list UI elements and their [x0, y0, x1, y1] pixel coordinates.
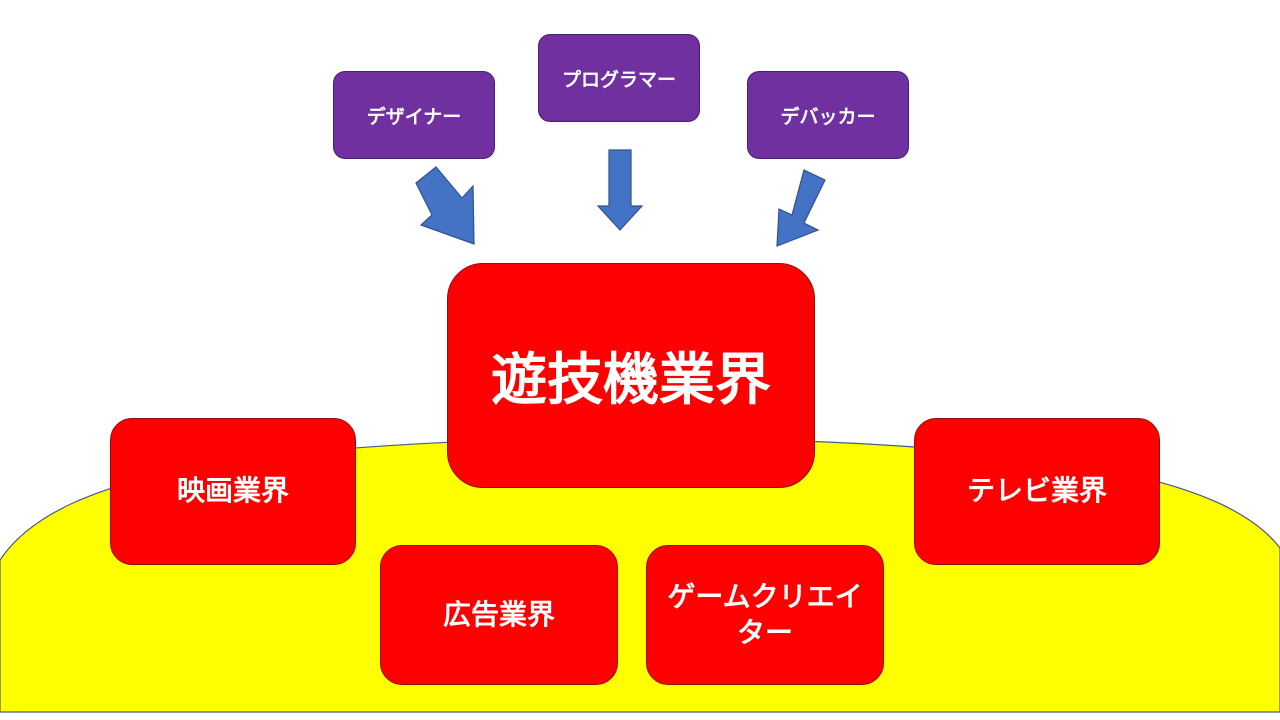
designer-label: デザイナー — [366, 105, 462, 128]
film-industry-label: 映画業界 — [176, 474, 289, 508]
arrow-programmer-to-center — [596, 149, 644, 231]
tv-industry-label: テレビ業界 — [966, 474, 1107, 508]
advertising-industry-label: 広告業界 — [442, 597, 555, 631]
programmer-label: プログラマー — [561, 68, 676, 91]
programmer-box: プログラマー — [538, 34, 700, 122]
center-industry-label: 遊技機業界 — [491, 348, 771, 413]
debugger-label: デバッカー — [780, 105, 876, 128]
arrow-designer-to-center — [415, 166, 475, 245]
arrow-debugger-to-center — [776, 169, 826, 247]
tv-industry-box: テレビ業界 — [914, 418, 1160, 565]
debugger-box: デバッカー — [747, 71, 909, 159]
game-creator-box: ゲームクリエイター — [646, 545, 884, 685]
game-creator-label: ゲームクリエイター — [667, 579, 863, 649]
film-industry-box: 映画業界 — [110, 418, 356, 565]
designer-box: デザイナー — [333, 71, 495, 159]
advertising-industry-box: 広告業界 — [380, 545, 618, 685]
center-industry-box: 遊技機業界 — [447, 263, 815, 488]
